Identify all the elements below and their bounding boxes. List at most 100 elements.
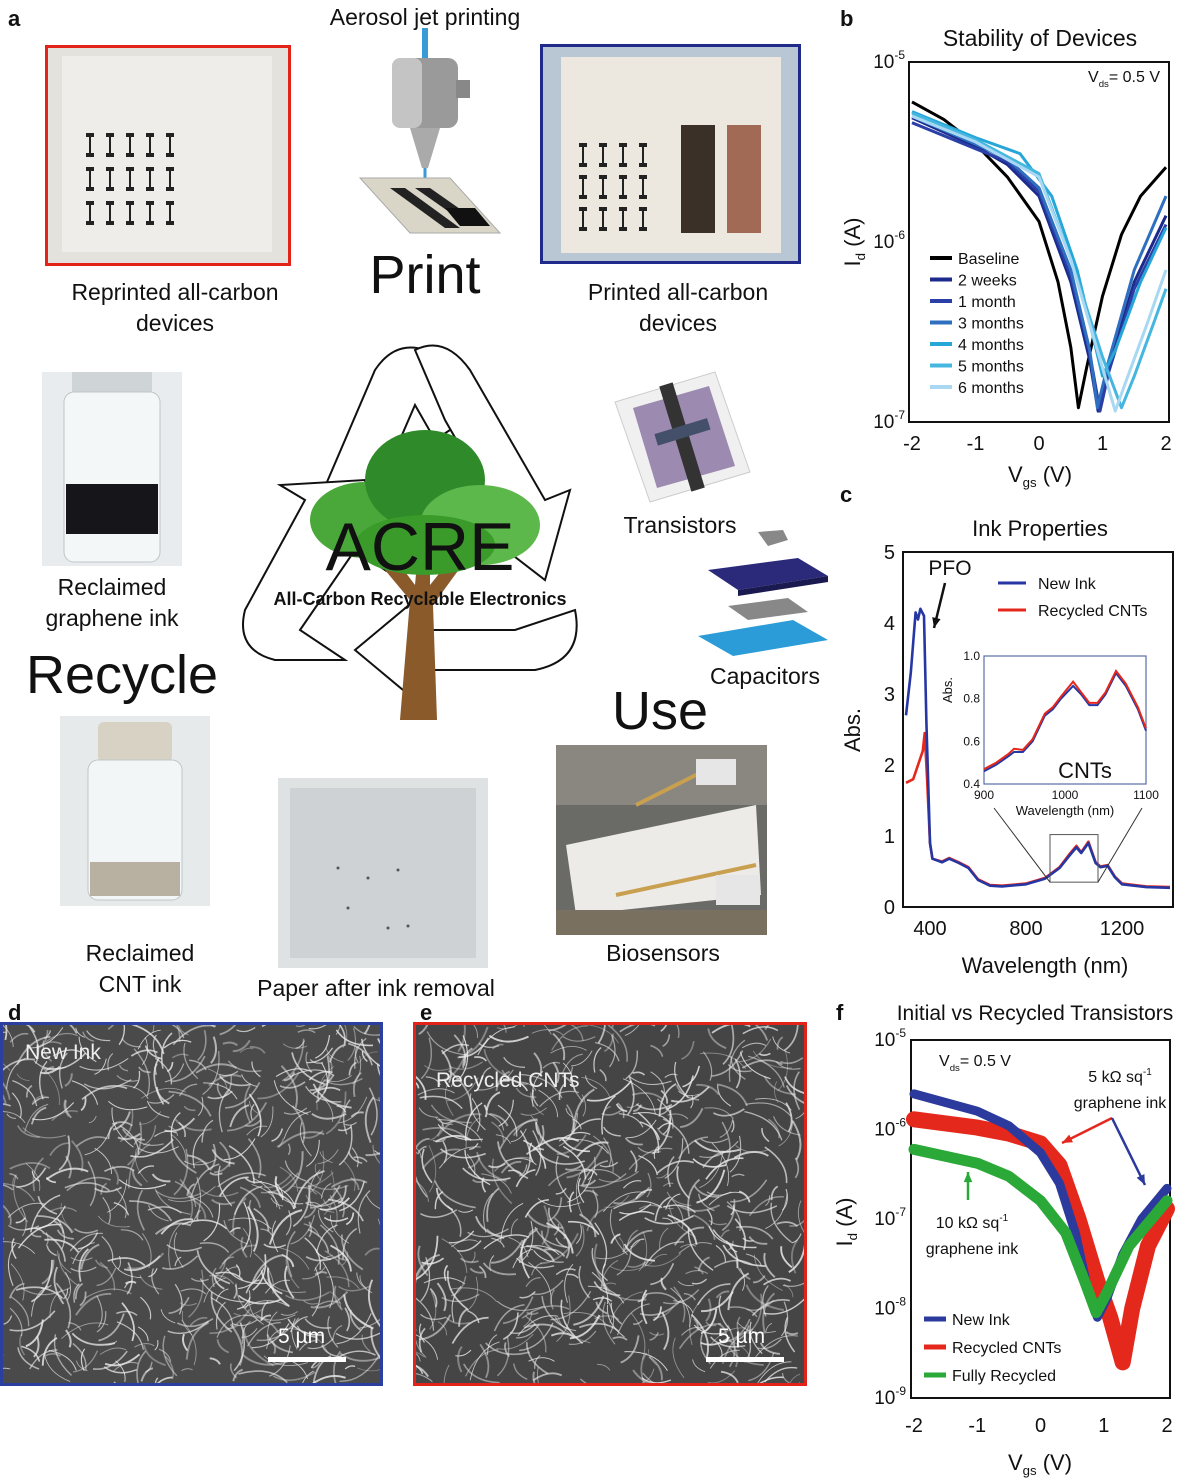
nanotube-strand xyxy=(453,1034,467,1066)
nanotube-strand xyxy=(179,1178,194,1220)
nanotube-strand xyxy=(785,1331,799,1336)
nanotube-strand xyxy=(69,1232,103,1252)
nanotube-strand xyxy=(325,1047,344,1063)
nanotube-strand xyxy=(79,1057,129,1071)
nanotube-strand xyxy=(662,1034,671,1047)
nanotube-strand xyxy=(562,1145,587,1180)
nanotube-strand xyxy=(690,1313,710,1358)
nanotube-strand xyxy=(727,1272,750,1311)
y-axis-label-c: Abs. xyxy=(840,708,865,752)
nanotube-strand xyxy=(364,1096,375,1143)
nanotube-strand xyxy=(64,1100,72,1119)
nanotube-strand xyxy=(82,1031,95,1042)
x-tick-f: 2 xyxy=(1161,1415,1172,1437)
nanotube-strand xyxy=(107,1025,115,1030)
x-tick-b: 2 xyxy=(1160,433,1171,455)
nanotube-strand xyxy=(74,1228,99,1234)
nanotube-strand xyxy=(568,1330,597,1345)
nanotube-strand xyxy=(309,1169,321,1208)
nanotube-strand xyxy=(649,1332,660,1341)
y-tick-c: 1 xyxy=(884,826,895,848)
nanotube-strand xyxy=(57,1250,72,1274)
cnt-caption: Reclaimed CNT ink xyxy=(86,938,195,1000)
nanotube-strand xyxy=(690,1094,694,1109)
nanotube-strand xyxy=(667,1214,698,1245)
nanotube-strand xyxy=(572,1088,595,1133)
device-channel xyxy=(602,207,604,229)
nanotube-strand xyxy=(772,1036,791,1054)
nanotube-strand xyxy=(592,1135,614,1173)
vds-annotation-b: Vds= 0.5 V xyxy=(1088,69,1160,90)
y-axis-label-b-rest: (A) xyxy=(840,218,865,253)
nanotube-strand xyxy=(302,1370,314,1383)
nanotube-strand xyxy=(213,1275,225,1290)
nanotube-strand xyxy=(119,1084,149,1100)
nanotube-strand xyxy=(12,1174,17,1191)
nanotube-strand xyxy=(416,1147,422,1159)
nanotube-strand xyxy=(748,1352,775,1382)
nanotube-strand xyxy=(432,1138,446,1143)
nanotube-strand xyxy=(464,1149,491,1186)
device-channel xyxy=(622,175,624,197)
nanotube-strand xyxy=(794,1157,800,1179)
device-channel xyxy=(149,167,151,189)
nanotube-strand xyxy=(232,1368,244,1382)
nanotube-strand xyxy=(648,1355,663,1381)
nanotube-strand xyxy=(587,1285,625,1304)
nanotube-strand xyxy=(677,1090,700,1097)
printed-caption-line2: devices xyxy=(639,310,717,336)
nanotube-strand xyxy=(731,1120,735,1133)
nanotube-strand xyxy=(103,1366,138,1374)
nanotube-strand xyxy=(642,1258,652,1267)
nanotube-strand xyxy=(661,1311,670,1351)
nanotube-strand xyxy=(344,1121,357,1126)
nanotube-strand xyxy=(251,1323,290,1349)
nanotube-strand xyxy=(343,1294,374,1330)
device-channel xyxy=(109,133,111,155)
nanotube-strand xyxy=(84,1288,132,1299)
nanotube-strand xyxy=(315,1056,330,1104)
series-line-b-5 xyxy=(911,111,1168,410)
nanotube-strand xyxy=(218,1070,239,1077)
nanotube-strand xyxy=(240,1236,248,1258)
nanotube-strand xyxy=(534,1354,541,1369)
scale-bar-label: 5 µm xyxy=(718,1325,766,1348)
nanotube-strand xyxy=(246,1125,268,1136)
nanotube-strand xyxy=(753,1275,766,1284)
device-channel xyxy=(582,175,584,197)
nanotube-strand xyxy=(784,1317,796,1353)
nanotube-strand xyxy=(248,1100,259,1114)
nanotube-strand xyxy=(584,1075,598,1090)
nanotube-strand xyxy=(497,1104,518,1137)
nanotube-strand xyxy=(16,1073,30,1081)
nanotube-strand xyxy=(586,1208,606,1232)
nanotube-strand xyxy=(478,1042,500,1049)
nanotube-strand xyxy=(80,1348,86,1372)
graphene-caption-line1: Reclaimed xyxy=(57,574,167,600)
nanotube-strand xyxy=(795,1112,804,1120)
nanotube-strand xyxy=(416,1258,433,1285)
nanotube-strand xyxy=(32,1095,45,1103)
nanotube-strand xyxy=(572,1118,582,1130)
cnt-caption-line2: CNT ink xyxy=(98,971,182,997)
nanotube-strand xyxy=(197,1030,207,1061)
nanotube-strand xyxy=(525,1315,547,1353)
nanotube-strand xyxy=(95,1259,109,1269)
nanotube-strand xyxy=(542,1061,561,1069)
scale-bar xyxy=(268,1357,346,1362)
nanotube-strand xyxy=(757,1361,792,1383)
nanotube-strand xyxy=(80,1096,87,1112)
nanotube-strand xyxy=(185,1321,210,1360)
pfo-arrow xyxy=(932,582,947,629)
nanotube-strand xyxy=(270,1197,284,1207)
nanotube-strand xyxy=(209,1357,221,1365)
sem-image-new-ink: New Ink 5 µm xyxy=(0,1022,383,1386)
nanotube-strand xyxy=(160,1218,194,1235)
nanotube-strand xyxy=(306,1047,334,1064)
nanotube-strand xyxy=(3,1182,35,1202)
nanotube-strand xyxy=(285,1291,330,1301)
nanotube-strand xyxy=(656,1127,673,1138)
nanotube-strand xyxy=(354,1037,367,1069)
legend-label-b: 1 month xyxy=(958,294,1016,311)
nanotube-strand xyxy=(92,1350,128,1370)
